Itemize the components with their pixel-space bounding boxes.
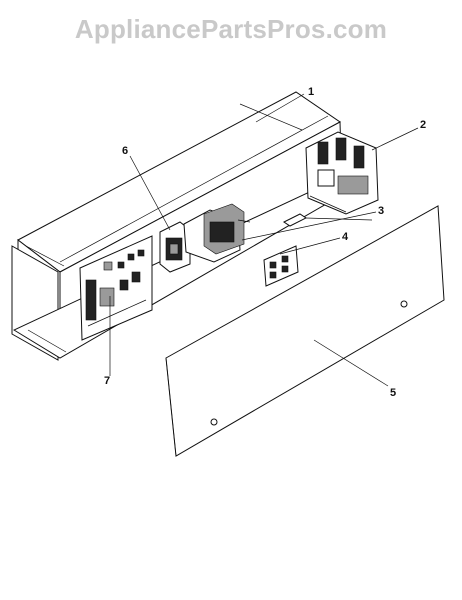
relay[interactable]: [159, 221, 191, 273]
callout-3: 3: [378, 205, 384, 217]
contactor[interactable]: [305, 131, 379, 215]
terminal-block[interactable]: [263, 245, 299, 287]
leader-lines: [109, 93, 419, 387]
callout-5: 5: [390, 387, 396, 399]
watermark-text: AppliancePartsPros.com: [74, 14, 388, 44]
callout-1: 1: [308, 86, 314, 98]
callout-2: 2: [420, 119, 426, 131]
callout-4: 4: [342, 231, 349, 243]
callout-7: 7: [104, 375, 110, 387]
transformer[interactable]: [183, 203, 251, 263]
callout-6: 6: [122, 145, 128, 157]
access-cover-panel[interactable]: [165, 205, 445, 457]
control-board[interactable]: [79, 235, 153, 341]
